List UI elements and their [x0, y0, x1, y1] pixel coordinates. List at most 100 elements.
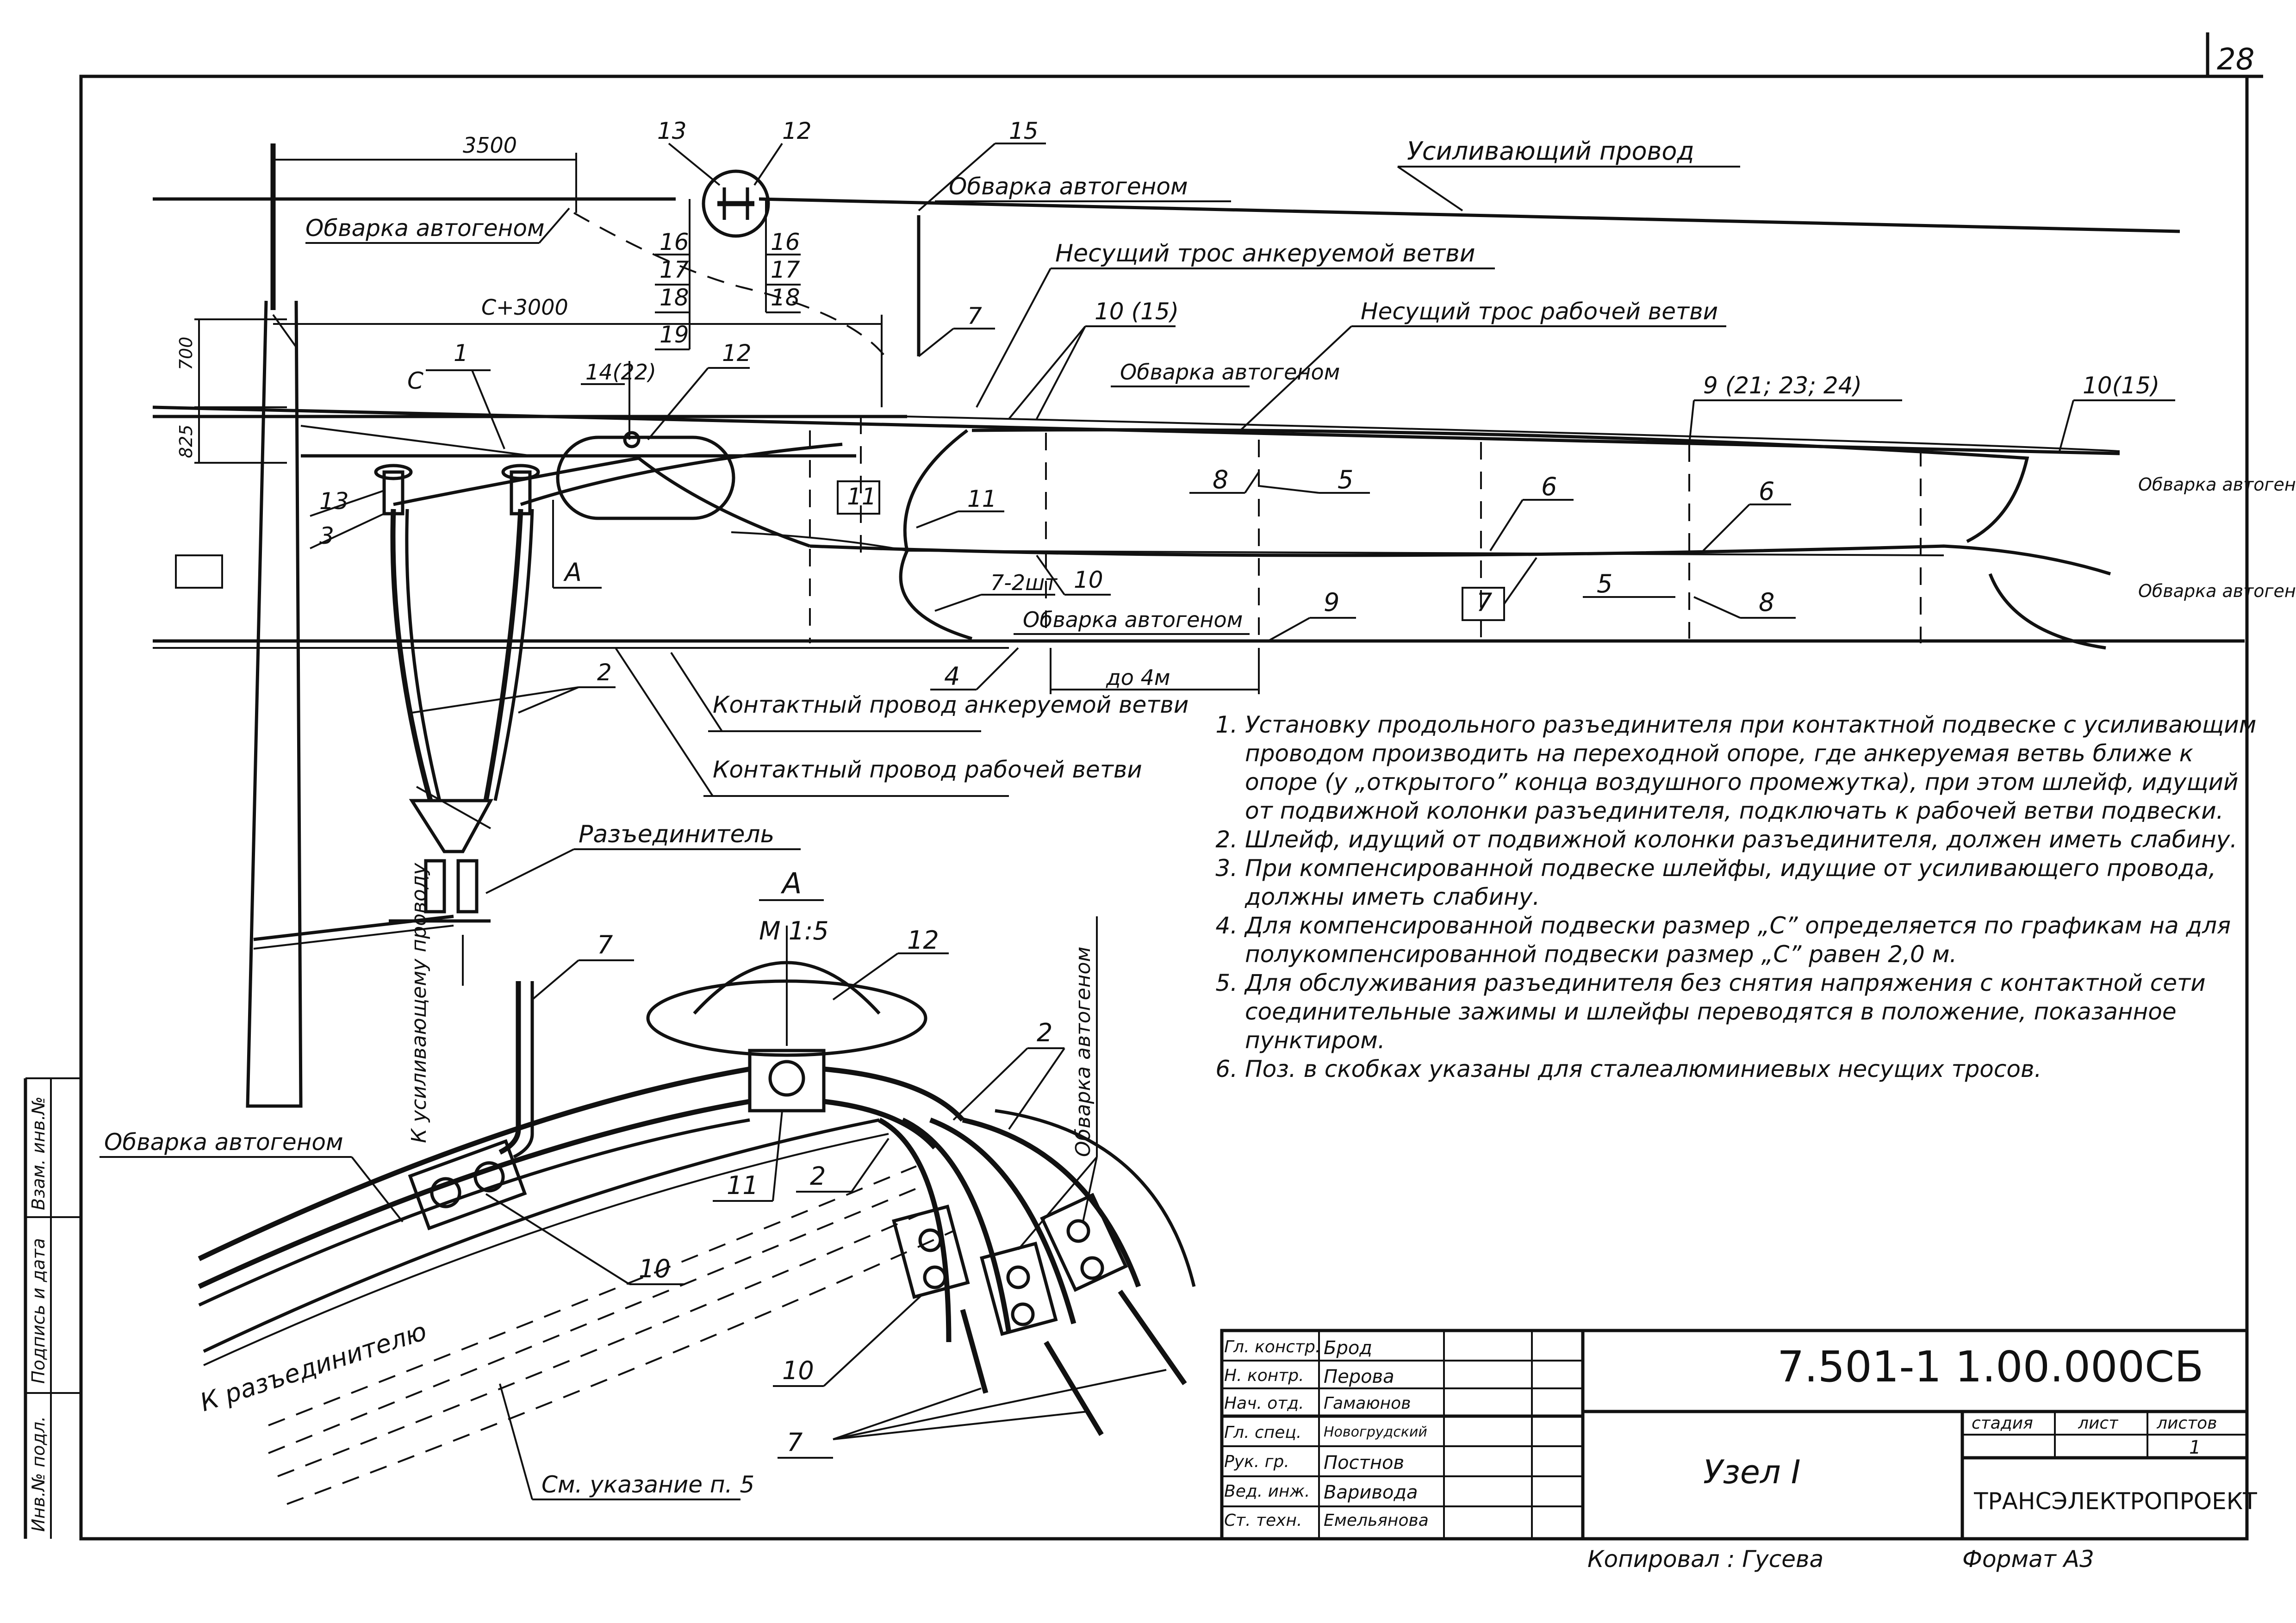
tb-role-1: Н. контр. [1224, 1366, 1304, 1385]
title-block [1220, 1329, 2249, 1541]
notes-list: Установку продольного разъединителя при … [1213, 710, 2263, 1083]
label-disconnector: Разъединитель [579, 821, 774, 848]
tb-role-0: Гл. констр. [1224, 1337, 1321, 1356]
callout-6b: 6 [1759, 477, 1774, 506]
stamp-replace-inv: Взам. инв.№ [28, 1096, 49, 1210]
callout-1: 1 [454, 340, 468, 367]
callout-7-2: 7-2шт [990, 570, 1058, 595]
tb-designation: 7.501-1 1.00.000СБ [1777, 1342, 2204, 1392]
droppers [809, 417, 1922, 643]
callout-12-top: 12 [782, 118, 812, 144]
label-carrier-anchored: Несущий трос анкеруемой ветви [1055, 240, 1475, 267]
note-item: Для компенсированной подвески размер „С”… [1245, 911, 2263, 969]
zone-a-oval [556, 435, 735, 520]
callout-15: 15 [1009, 118, 1039, 144]
callout-13b: 13 [319, 488, 349, 515]
tb-format: Формат А3 [1962, 1546, 2094, 1573]
callout-3: 3 [319, 522, 334, 549]
label-contact-anchored: Контактный провод анкеруемой ветви [713, 691, 1188, 718]
callout-9-21: 9 (21; 23; 24) [1703, 372, 1862, 399]
tb-role-6: Ст. техн. [1224, 1511, 1302, 1530]
dim-c3000: С+3000 [481, 295, 568, 320]
detail-callout-7b: 7 [787, 1428, 803, 1457]
detail-see-note: См. указание п. 5 [541, 1471, 754, 1498]
sheet-frame: 28 Инв.№ подл. Подпись и дата Взам. инв.… [24, 32, 2263, 1541]
callout-16b: 16 [771, 229, 800, 255]
tb-organization: ТРАНСЭЛЕКТРОПРОЕКТ [1974, 1488, 2257, 1515]
callout-4: 4 [944, 662, 960, 691]
callout-5b: 5 [1597, 569, 1612, 598]
callout-12: 12 [722, 340, 752, 367]
tb-role-4: Рук. гр. [1224, 1452, 1289, 1471]
tb-title: Узел I [1703, 1453, 1801, 1491]
label-gas-weld-3: Обварка автогеном [1120, 360, 1340, 385]
tb-stage-header: стадия [1972, 1414, 2033, 1433]
page-number: 28 [2217, 43, 2254, 77]
callout-14-22: 14(22) [585, 360, 656, 385]
detail-callout-11: 11 [727, 1171, 759, 1200]
detail-callout-2: 2 [810, 1162, 826, 1191]
dim-3500: 3500 [463, 133, 517, 158]
callout-11-b: 11 [967, 485, 997, 512]
callout-10-15b: 10(15) [2083, 372, 2159, 399]
detail-callout-2b: 2 [1037, 1018, 1052, 1047]
stamp-inv-orig: Инв.№ подл. [28, 1416, 49, 1532]
callout-9: 9 [1324, 588, 1339, 617]
tb-sheets-total: 1 [2189, 1437, 2201, 1458]
tb-sheets-header: листов [2157, 1414, 2217, 1433]
callout-19: 19 [660, 321, 689, 348]
callout-A: A [563, 558, 582, 587]
detail-gas-weld-vertical: Обварка автогеном [1071, 946, 1095, 1157]
note-item: Поз. в скобках указаны для сталеалюминие… [1245, 1055, 2263, 1083]
pole [246, 300, 303, 1108]
callout-7b: 7 [1476, 588, 1492, 617]
detail-right-clamps [878, 1109, 1196, 1436]
callout-7-top: 7 [967, 303, 982, 330]
label-to-reinforcing: К усиливающему проводу [407, 863, 431, 1143]
tb-role-2: Нач. отд. [1224, 1394, 1304, 1413]
label-contact-working: Контактный провод рабочей ветви [713, 756, 1142, 783]
label-gas-weld-right2: Обварка автогеном [2138, 581, 2296, 601]
callout-8: 8 [1213, 465, 1228, 494]
callout-17b: 17 [771, 256, 800, 283]
tb-copied-by: Копировал : Гусева [1587, 1546, 1824, 1573]
tb-role-3: Гл. спец. [1224, 1423, 1302, 1442]
insulator-circle [702, 169, 770, 238]
dim-700: 700 [176, 336, 196, 370]
label-gas-weld-1: Обварка автогеном [305, 215, 545, 242]
label-reinforcing-wire: Усиливающий провод [1407, 137, 1694, 166]
callout-10-15: 10 (15) [1095, 298, 1179, 325]
label-carrier-working: Несущий трос рабочей ветви [1361, 298, 1718, 325]
dim-to-4m: до 4м [1106, 665, 1170, 690]
detail-callout-12: 12 [907, 926, 939, 955]
callout-11-a: 11 [847, 483, 877, 510]
callout-6: 6 [1541, 472, 1557, 501]
tb-role-5: Вед. инж. [1224, 1482, 1310, 1501]
detail-callout-10: 10 [639, 1254, 671, 1283]
tb-name-6: Емельянова [1324, 1511, 1429, 1530]
tb-name-0: Брод [1324, 1337, 1372, 1359]
detail-a: А М 1:5 12 11 [100, 866, 1196, 1505]
note-item: Шлейф, идущий от подвижной колонки разъе… [1245, 825, 2263, 854]
dim-c: С [407, 367, 423, 394]
label-gas-weld-2: Обварка автогеном [949, 173, 1188, 200]
detail-callout-10b: 10 [782, 1356, 814, 1385]
detail-gas-weld: Обварка автогеном [104, 1129, 343, 1156]
callout-10: 10 [1074, 566, 1103, 593]
stamp-sign-date: Подпись и дата [28, 1238, 49, 1384]
callout-17: 17 [660, 256, 689, 283]
detail-a-scale: М 1:5 [759, 916, 829, 945]
callout-8b: 8 [1759, 588, 1774, 617]
tb-name-2: Гамаюнов [1324, 1394, 1411, 1413]
tb-name-3: Новогрудский [1324, 1424, 1427, 1440]
note-item: При компенсированной подвеске шлейфы, ид… [1245, 854, 2263, 911]
callout-5: 5 [1338, 465, 1353, 494]
detail-a-title: А [780, 866, 802, 900]
note-item: Для обслуживания разъединителя без сняти… [1245, 969, 2263, 1055]
callout-2: 2 [597, 659, 612, 686]
tb-sheet-header: лист [2078, 1414, 2119, 1433]
label-gas-weld-right1: Обварка автогеном [2138, 474, 2296, 495]
main-diagram: 3500 13 12 16 17 18 19 16 17 18 Обварка … [152, 118, 2296, 1143]
dim-825: 825 [176, 424, 196, 458]
